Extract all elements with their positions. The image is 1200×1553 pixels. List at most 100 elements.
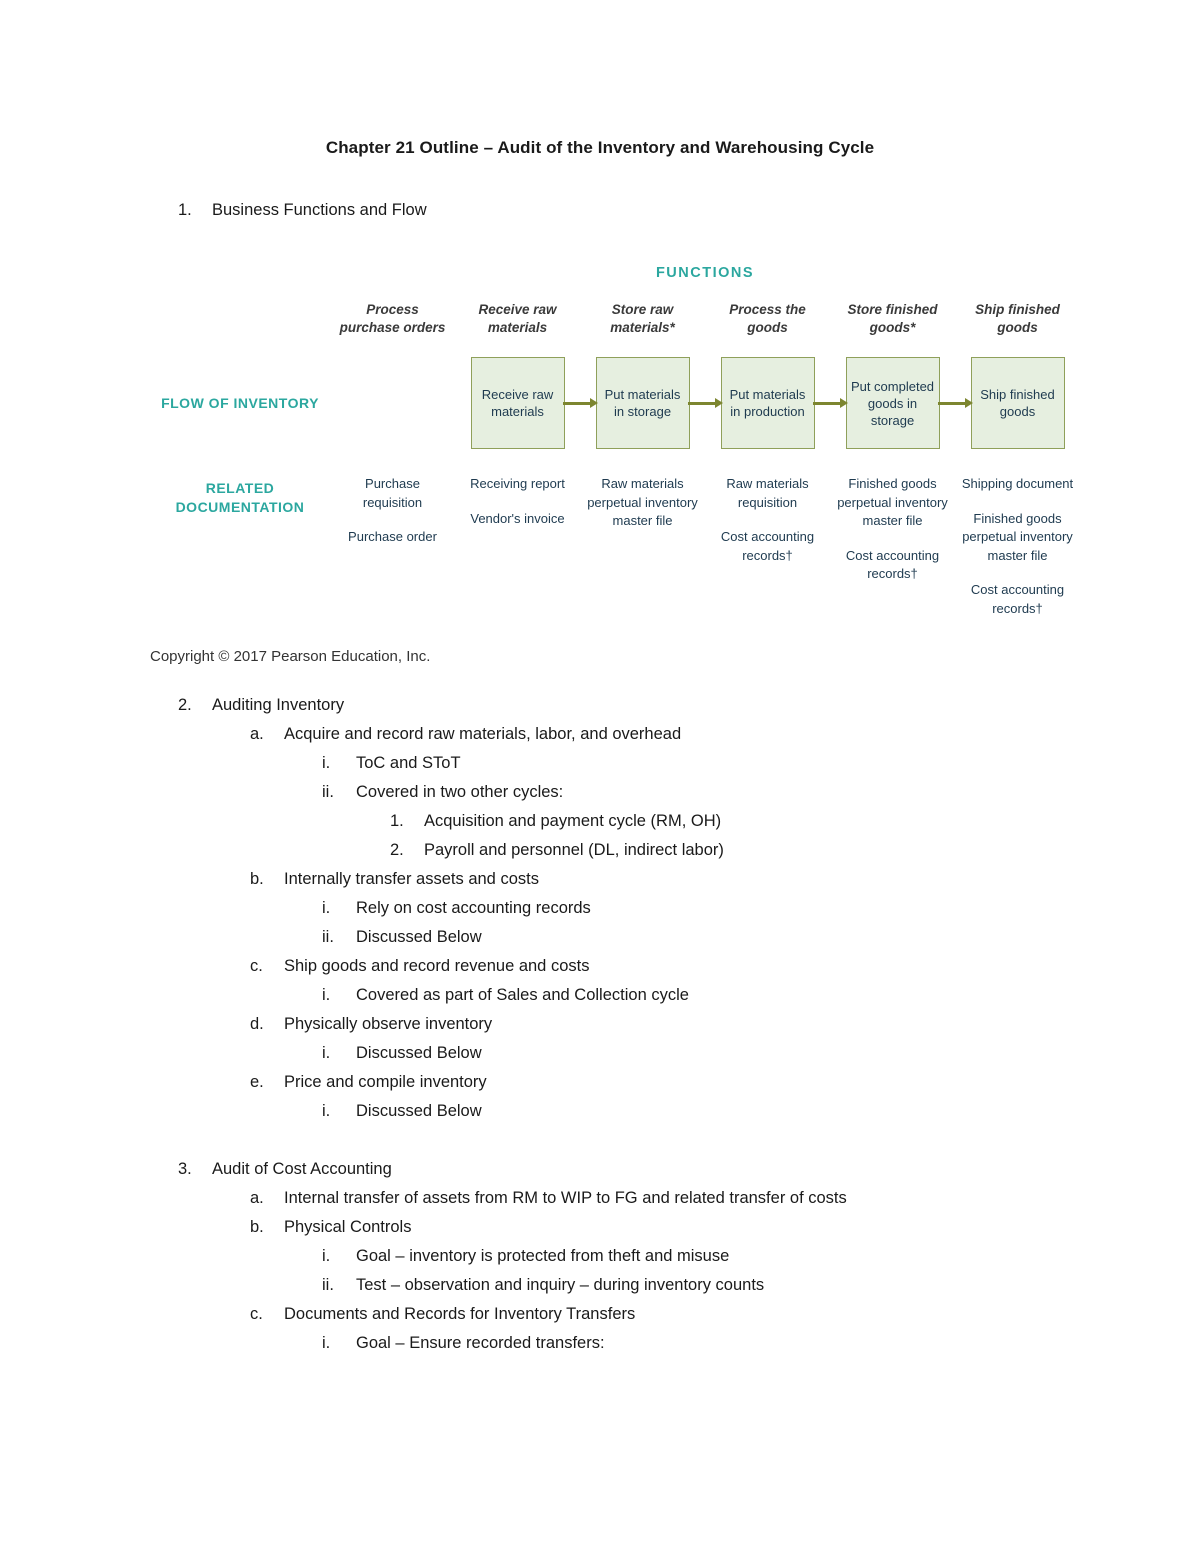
- outline-text: Acquisition and payment cycle (RM, OH): [424, 812, 722, 830]
- outline-section-main: 2. Auditing Inventory a.Acquire and record…: [0, 691, 1200, 1358]
- flow-box: Put materials in storage: [595, 357, 690, 449]
- outline-text: Audit of Cost Accounting: [212, 1160, 392, 1178]
- flow-arrow-icon: [938, 401, 966, 405]
- outline-marker: i.: [322, 1044, 331, 1062]
- outline-marker: i.: [322, 899, 331, 917]
- doc-item: Vendor's invoice: [470, 510, 565, 526]
- doc-item: Cost accounting records†: [845, 547, 940, 582]
- outline-text: Discussed Below: [356, 928, 482, 946]
- function-column-header: Store raw materials*: [610, 302, 675, 335]
- flow-cell: Receive raw materials: [455, 351, 580, 455]
- outline-item: 1. Business Functions and Flow: [178, 196, 1100, 225]
- outline-item: i.Goal – Ensure recorded transfers:: [322, 1329, 1100, 1358]
- outline-marker: c.: [250, 1305, 263, 1323]
- outline-text: Payroll and personnel (DL, indirect labo…: [424, 841, 724, 859]
- flow-arrow-icon: [563, 401, 591, 405]
- function-column-header: Ship finished goods: [975, 302, 1060, 335]
- outline-text: Internally transfer assets and costs: [284, 870, 539, 888]
- outline-text: Rely on cost accounting records: [356, 899, 591, 917]
- outline-marker: a.: [250, 1189, 264, 1207]
- outline-marker: a.: [250, 725, 264, 743]
- outline-marker: b.: [250, 870, 264, 888]
- flow-cell: Put materials in storage: [563, 351, 705, 455]
- outline-text: Physically observe inventory: [284, 1015, 493, 1033]
- outline-marker: d.: [250, 1015, 264, 1033]
- outline-marker: b.: [250, 1218, 264, 1236]
- outline-item: 2. Payroll and personnel (DL, indirect la…: [390, 836, 1100, 865]
- outline-marker: e.: [250, 1073, 264, 1091]
- outline-marker: c.: [250, 957, 263, 975]
- outline-item: c. Ship goods and record revenue and cost…: [250, 952, 1100, 981]
- doc-item: Cost accounting records†: [720, 529, 815, 563]
- flow-box: Ship finished goods: [970, 357, 1065, 449]
- outline-marker: ii.: [322, 783, 334, 801]
- outline-item: b. Internally transfer assets and costs: [250, 865, 1100, 894]
- flow-cell: Put materials in production: [688, 351, 830, 455]
- outline-marker: 2.: [390, 841, 404, 859]
- function-column-header: Process the goods: [729, 302, 806, 335]
- outline-item: 3. Audit of Cost Accounting: [178, 1155, 1100, 1184]
- outline-section-intro: 1. Business Functions and Flow: [0, 196, 1200, 225]
- outline-text: Business Functions and Flow: [212, 201, 427, 219]
- outline-item: i.ToC and SToT: [322, 749, 1100, 778]
- flow-box: Receive raw materials: [470, 357, 565, 449]
- doc-item: Purchase requisition: [362, 476, 423, 510]
- flow-box: Put completed goods in storage: [845, 357, 940, 449]
- outline-item: c.Documents and Records for Inventory Tr…: [250, 1300, 1100, 1329]
- outline-text: Goal – inventory is protected from theft…: [356, 1247, 730, 1265]
- doc-item: Purchase order: [348, 529, 437, 544]
- outline-marker: i.: [322, 1102, 331, 1120]
- outline-item: i.Goal – inventory is protected from the…: [322, 1242, 1100, 1271]
- outline-item: ii. Discussed Below: [322, 923, 1100, 952]
- function-column-header: Process purchase orders: [339, 302, 446, 335]
- outline-text: Covered as part of Sales and Collection …: [356, 986, 689, 1004]
- outline-item: 1. Acquisition and payment cycle (RM, OH): [390, 807, 1100, 836]
- outline-item: 2. Auditing Inventory: [178, 691, 1100, 720]
- related-documentation-row: RELATED DOCUMENTATION Purchase requisiti…: [150, 475, 1090, 634]
- outline-marker: i.: [322, 754, 331, 772]
- outline-text: Auditing Inventory: [212, 696, 345, 714]
- outline-marker: 2.: [178, 696, 192, 714]
- outline-text: Goal – Ensure recorded transfers:: [356, 1334, 605, 1352]
- documentation-column: Finished goods perpetual inventory maste…: [830, 475, 955, 634]
- outline-item: a.Acquire and record raw materials, labo…: [250, 720, 1100, 749]
- outline-item: i. Rely on cost accounting records: [322, 894, 1100, 923]
- outline-item: e. Price and compile inventory: [250, 1068, 1100, 1097]
- flow-cell: Put completed goods in storage: [813, 351, 955, 455]
- doc-item: Cost accounting records†: [970, 582, 1065, 616]
- outline-text: Internal transfer of assets from RM to W…: [284, 1189, 847, 1207]
- documentation-column: Raw materials perpetual inventory master…: [580, 475, 705, 634]
- outline-text: Ship goods and record revenue and costs: [284, 957, 590, 975]
- outline-item: i. Discussed Below: [322, 1039, 1100, 1068]
- outline-text: Discussed Below: [356, 1044, 482, 1062]
- outline-item: i. Covered as part of Sales and Collectio…: [322, 981, 1100, 1010]
- outline-item: ii. Test – observation and inquiry – duri…: [322, 1271, 1100, 1300]
- outline-marker: 3.: [178, 1160, 192, 1178]
- outline-item: a. Internal transfer of assets from RM to…: [250, 1184, 1100, 1213]
- outline-marker: ii.: [322, 928, 334, 946]
- outline-text: Discussed Below: [356, 1102, 482, 1120]
- outline-marker: 1.: [390, 812, 404, 830]
- outline-marker: 1.: [178, 201, 192, 219]
- flow-cell: Ship finished goods: [938, 351, 1080, 455]
- outline-marker: i.: [322, 986, 331, 1004]
- page-title: Chapter 21 Outline – Audit of the Invent…: [325, 138, 875, 157]
- flow-arrow-icon: [688, 401, 716, 405]
- outline-item: d. Physically observe inventory: [250, 1010, 1100, 1039]
- outline-text: Price and compile inventory: [284, 1073, 487, 1091]
- copyright-notice: Copyright © 2017 Pearson Education, Inc.: [150, 648, 431, 665]
- doc-item: Finished goods perpetual inventory maste…: [837, 476, 948, 528]
- related-documentation-label: RELATED DOCUMENTATION: [175, 480, 305, 515]
- outline-text: Test – observation and inquiry – during …: [356, 1276, 765, 1294]
- doc-item: Shipping document: [961, 476, 1074, 491]
- functions-label: FUNCTIONS: [655, 265, 755, 281]
- outline-marker: ii.: [322, 1276, 334, 1294]
- doc-item: Raw materials perpetual inventory master…: [587, 476, 698, 528]
